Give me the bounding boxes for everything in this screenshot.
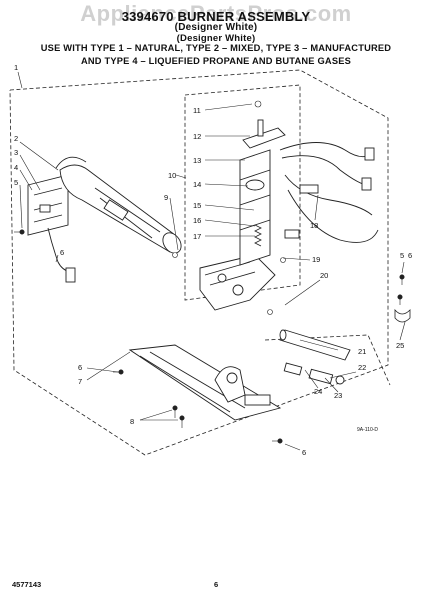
- callout-23: 23: [334, 391, 342, 400]
- burner-tube: [55, 156, 182, 254]
- callout-6: 6: [60, 248, 64, 257]
- clip: [394, 308, 411, 323]
- assembly-outline: [9, 69, 389, 456]
- watermark-text: AppliancePartsPros.com: [80, 1, 352, 26]
- callout-20: 20: [320, 271, 328, 280]
- callout-10: 10: [168, 171, 176, 180]
- callout-6d: 6: [302, 448, 306, 457]
- usage-line-2: AND TYPE 4 – LIQUEFIED PROPANE AND BUTAN…: [80, 56, 352, 66]
- mounting-bracket: [128, 344, 282, 421]
- spring: [254, 224, 262, 247]
- callout-1: 1: [14, 63, 18, 72]
- callout-6c: 6: [78, 363, 82, 372]
- callout-24: 24: [314, 387, 322, 396]
- diagram-subtitle-1: (Designer White): [174, 22, 258, 33]
- valve-column: [239, 119, 286, 266]
- footer-page-number: 6: [214, 580, 219, 589]
- orifice-tube: [279, 329, 351, 361]
- diagram-subtitle-2: (Designer White): [176, 33, 256, 44]
- callout-21: 21: [358, 347, 366, 356]
- callout-8: 8: [130, 417, 134, 426]
- valve-outline: [184, 84, 301, 301]
- diagram-reference-code: 9A-110-D: [357, 427, 378, 433]
- callout-2: 2: [14, 134, 18, 143]
- orifice-fittings: [283, 362, 345, 385]
- callout-15: 15: [193, 201, 201, 210]
- usage-line-1: USE WITH TYPE 1 – NATURAL, TYPE 2 – MIXE…: [40, 43, 392, 53]
- footer-part-number: 4577143: [12, 580, 42, 589]
- leader-lines: [17, 71, 406, 451]
- screws: [14, 100, 405, 444]
- igniter-wire: [47, 227, 76, 283]
- callout-4: 4: [14, 163, 18, 172]
- callout-12: 12: [193, 132, 201, 141]
- diagram-title: 3394670 BURNER ASSEMBLY: [121, 9, 311, 24]
- callout-11: 11: [193, 106, 201, 115]
- callout-14: 14: [193, 180, 201, 189]
- callout-6b: 6: [408, 251, 412, 260]
- callout-18: 18: [310, 221, 318, 230]
- callout-9: 9: [164, 193, 168, 202]
- callout-7: 7: [78, 377, 82, 386]
- callout-5b: 5: [400, 251, 404, 260]
- callout-17: 17: [193, 232, 201, 241]
- callout-5: 5: [14, 178, 18, 187]
- callout-19: 19: [312, 255, 320, 264]
- callout-3: 3: [14, 148, 18, 157]
- callout-25: 25: [396, 341, 404, 350]
- burner-bracket: [27, 174, 69, 236]
- callout-13: 13: [193, 156, 201, 165]
- callout-22: 22: [358, 363, 366, 372]
- wire-harness: [279, 142, 379, 243]
- callout-16: 16: [193, 216, 201, 225]
- gas-valve: [199, 254, 276, 311]
